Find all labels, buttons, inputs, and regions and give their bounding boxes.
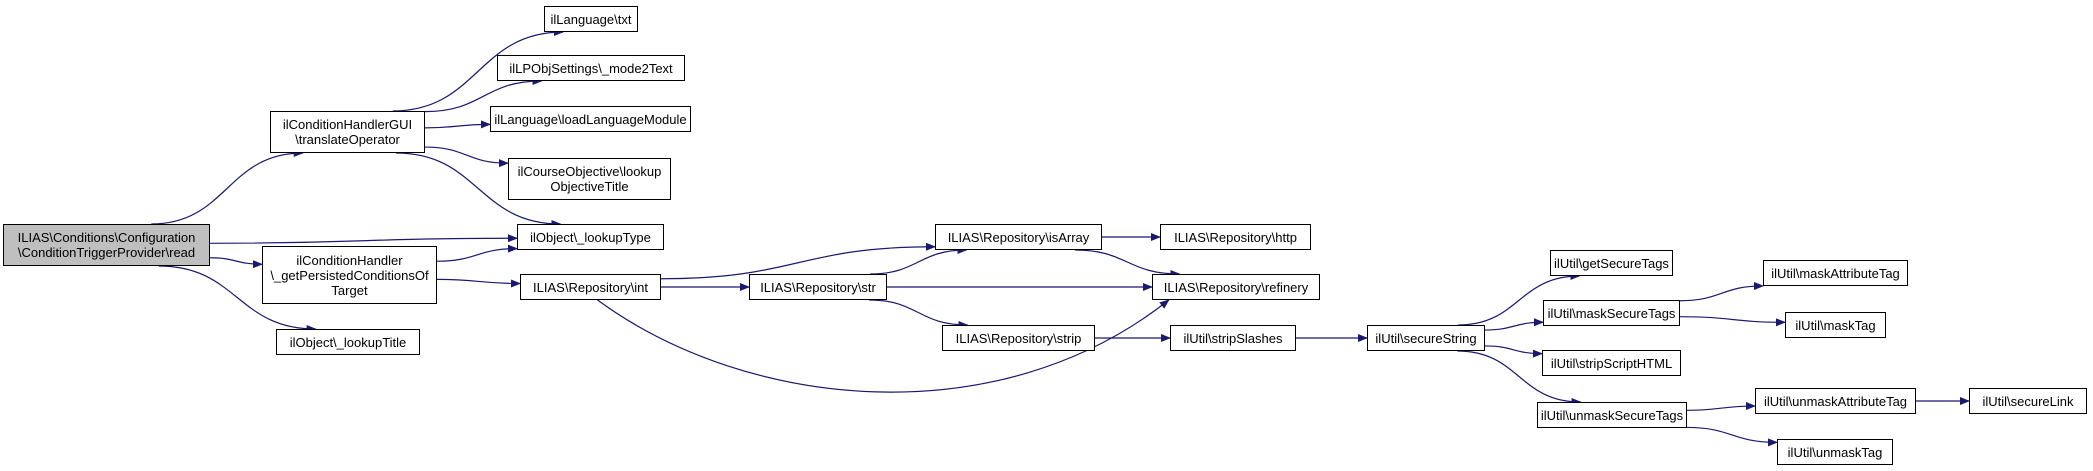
- node-translate-operator[interactable]: ilConditionHandlerGUI \translateOperator: [270, 111, 425, 153]
- edge-n0-to-n4: [158, 265, 317, 333]
- edge-n0-to-n3: [209, 257, 263, 269]
- node-repository-int[interactable]: ILIAS\Repository\int: [520, 274, 661, 300]
- node-util-secure-link[interactable]: ilUtil\secureLink: [1969, 388, 2087, 414]
- node-util-strip-slashes[interactable]: ilUtil\stripSlashes: [1170, 325, 1296, 351]
- node-util-unmask-tag[interactable]: ilUtil\unmaskTag: [1777, 439, 1893, 465]
- edge-n1-to-n2: [396, 152, 562, 228]
- edge-n18-to-n21: [1679, 281, 1764, 302]
- edge-n0-to-n2: [209, 234, 518, 244]
- edge-n16-to-n19: [1484, 345, 1543, 358]
- edge-n16-to-n18: [1484, 318, 1544, 331]
- edge-n16-to-n17: [1458, 272, 1581, 326]
- edge-n10-to-n11: [1075, 249, 1181, 278]
- edge-n3-to-n9: [436, 278, 521, 288]
- node-repository-http[interactable]: ILIAS\Repository\http: [1160, 224, 1311, 250]
- node-repository-str[interactable]: ILIAS\Repository\str: [749, 274, 887, 300]
- node-object-lookup-type[interactable]: ilObject\_lookupType: [517, 224, 664, 250]
- node-util-get-secure-tags[interactable]: ilUtil\getSecureTags: [1550, 250, 1673, 276]
- edge-n1-to-n8: [424, 146, 509, 168]
- edge-n20-to-n23: [1686, 402, 1756, 411]
- node-util-secure-string[interactable]: ilUtil\secureString: [1367, 325, 1485, 351]
- edge-n16-to-n20: [1457, 350, 1582, 406]
- node-util-mask-attribute-tag[interactable]: ilUtil\maskAttributeTag: [1763, 260, 1908, 286]
- node-repository-is-array[interactable]: ILIAS\Repository\isArray: [935, 224, 1102, 250]
- node-util-mask-tag[interactable]: ilUtil\maskTag: [1785, 312, 1886, 338]
- edge-n18-to-n22: [1679, 316, 1786, 327]
- node-course-objective-lookup-title[interactable]: ilCourseObjective\lookup ObjectiveTitle: [508, 158, 671, 200]
- node-language-txt[interactable]: ilLanguage\txt: [544, 6, 638, 32]
- node-condition-trigger-provider-read[interactable]: ILIAS\Conditions\Configuration \Conditio…: [3, 224, 210, 266]
- node-util-unmask-secure-tags[interactable]: ilUtil\unmaskSecureTags: [1537, 402, 1687, 428]
- node-lp-obj-settings-mode2text[interactable]: ilLPObjSettings\_mode2Text: [497, 55, 685, 81]
- edge-n1-to-n7: [424, 120, 491, 129]
- edge-n9-to-n10: [660, 242, 936, 280]
- edge-n12-to-n10: [870, 246, 968, 275]
- node-util-unmask-attribute-tag[interactable]: ilUtil\unmaskAttributeTag: [1755, 388, 1916, 414]
- node-util-mask-secure-tags[interactable]: ilUtil\maskSecureTags: [1543, 300, 1680, 326]
- node-language-load-language-module[interactable]: ilLanguage\loadLanguageModule: [490, 106, 691, 132]
- node-repository-refinery[interactable]: ILIAS\Repository\refinery: [1152, 274, 1320, 300]
- node-object-lookup-title[interactable]: ilObject\_lookupTitle: [276, 329, 420, 355]
- edge-n0-to-n1: [151, 149, 304, 225]
- node-get-persisted-conditions-of-target[interactable]: ilConditionHandler \_getPersistedConditi…: [262, 246, 437, 304]
- edge-n12-to-n14: [869, 299, 969, 329]
- node-repository-strip[interactable]: ILIAS\Repository\strip: [942, 325, 1095, 351]
- edge-n20-to-n24: [1686, 426, 1778, 447]
- node-util-strip-script-html[interactable]: ilUtil\stripScriptHTML: [1542, 350, 1681, 376]
- edge-n1-to-n5: [392, 28, 564, 112]
- edge-n3-to-n2: [436, 244, 518, 262]
- edge-n1-to-n6: [424, 77, 543, 113]
